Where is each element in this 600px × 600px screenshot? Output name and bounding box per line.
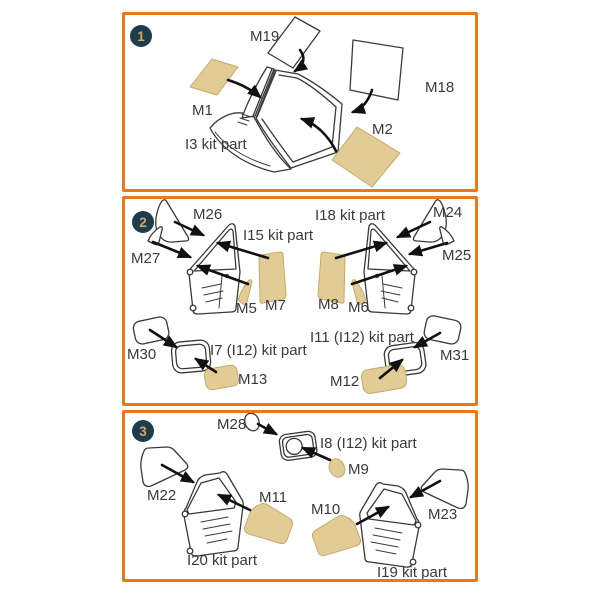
mask-m9-label: M9 (348, 461, 369, 478)
mask-m8-label: M8 (318, 296, 339, 313)
arrow-m13 (194, 357, 218, 374)
mask-m2-label: M2 (372, 121, 393, 138)
arrow-m6 (350, 264, 409, 286)
arrow-m25 (407, 241, 449, 257)
mask-m13-label: M13 (238, 371, 267, 388)
step-panel-2: 2 M26 M27 I15 kit part M5 M7 I18 kit par… (122, 196, 478, 406)
arrow-m10 (355, 505, 391, 526)
mask-m2 (331, 126, 401, 188)
step-1-drawing: 1 M19 M18 M1 M2 I3 kit part (130, 16, 454, 188)
mask-m1 (189, 58, 239, 96)
arrow-m28 (256, 422, 279, 436)
arrow-m23 (408, 479, 442, 499)
step-badge-2: 2 (132, 211, 154, 233)
badge-number: 1 (137, 29, 145, 44)
kit-i19-label: I19 kit part (377, 564, 448, 579)
mask-m12-label: M12 (330, 373, 359, 390)
kit-i11-label: I11 (I12) kit part (310, 329, 415, 346)
badge-number: 2 (139, 215, 147, 230)
mask-m5-label: M5 (236, 300, 257, 317)
arrow-m2 (299, 117, 338, 153)
mask-m23-label: M23 (428, 506, 457, 523)
step-2-drawing: 2 M26 M27 I15 kit part M5 M7 I18 kit par… (127, 199, 471, 395)
mask-m31-label: M31 (440, 347, 469, 364)
arrow-m7 (215, 240, 270, 260)
mask-m9 (328, 458, 346, 478)
mask-m18 (349, 39, 404, 101)
mask-m26-label: M26 (193, 206, 222, 223)
arrow-m26 (173, 220, 206, 237)
canopy-i3 (209, 66, 343, 173)
mask-m27-label: M27 (131, 250, 160, 267)
window-frame-i7 (170, 339, 212, 374)
step-badge-1: 1 (130, 25, 152, 47)
mask-m28-label: M28 (217, 416, 246, 433)
kit-i3-label: I3 kit part (185, 136, 248, 153)
step-panel-3: 3 M28 I8 (I12) kit part M9 M22 M11 I20 k… (122, 410, 478, 582)
mask-m19-label: M19 (250, 28, 279, 45)
arrow-m18 (350, 88, 374, 114)
mask-m10 (311, 515, 361, 557)
kit-i7-label: I7 (I12) kit part (210, 342, 308, 359)
kit-i20-label: I20 kit part (187, 552, 258, 569)
arrow-m9 (300, 446, 332, 462)
mask-m11-label: M11 (259, 489, 287, 506)
step-3-drawing: 3 M28 I8 (I12) kit part M9 M22 M11 I20 k… (132, 413, 469, 579)
arrow-m19 (293, 48, 309, 73)
mask-m19 (267, 16, 321, 69)
mask-m12 (360, 363, 408, 395)
mask-m10-label: M10 (311, 501, 340, 518)
kit-i15-label: I15 kit part (243, 227, 314, 244)
arrow-m27 (151, 240, 193, 259)
arrow-m8 (334, 240, 389, 260)
badge-number: 3 (139, 424, 147, 439)
mask-m7 (258, 251, 287, 304)
arrow-m11 (216, 493, 252, 512)
mask-m24-label: M24 (433, 204, 462, 221)
mask-m6-label: M6 (348, 299, 369, 316)
kit-i18-label: I18 kit part (315, 207, 386, 224)
mask-m18-label: M18 (425, 79, 454, 96)
arrow-m24 (395, 220, 432, 239)
step-badge-3: 3 (132, 420, 154, 442)
mask-m22-label: M22 (147, 487, 176, 504)
kit-i8-label: I8 (I12) kit part (320, 435, 418, 452)
mask-m25-label: M25 (442, 247, 471, 264)
mask-m11 (244, 503, 294, 545)
arrow-m30 (148, 328, 178, 349)
door-i18 (363, 223, 418, 315)
mask-m28 (244, 413, 260, 432)
mask-m30-label: M30 (127, 346, 156, 363)
arrow-m1 (226, 78, 262, 99)
door-i20 (181, 471, 244, 557)
arrow-m31 (412, 331, 442, 349)
part-i8 (278, 430, 318, 461)
mask-m7-label: M7 (265, 297, 286, 314)
arrow-m12 (378, 358, 404, 380)
arrow-m22 (160, 463, 196, 484)
door-i15 (186, 223, 241, 315)
step-panel-1: 1 M19 M18 M1 M2 I3 kit part (122, 12, 478, 192)
arrow-m5 (195, 264, 250, 286)
mask-m1-label: M1 (192, 102, 213, 119)
